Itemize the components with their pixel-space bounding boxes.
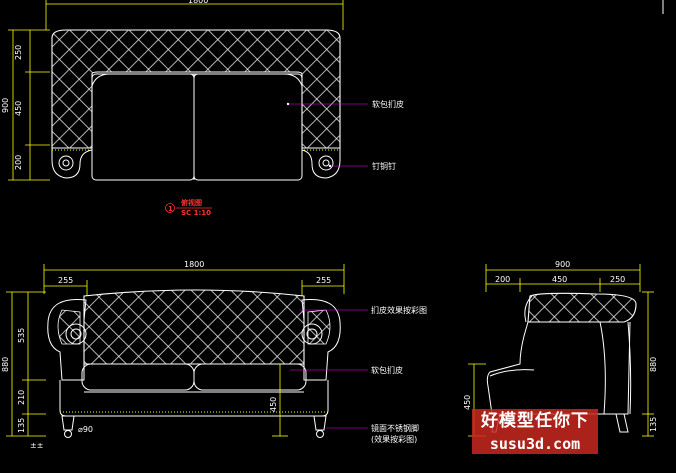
front-note-legs: 镜面不锈钢脚 [371, 423, 419, 433]
top-width-label: 1800 [188, 0, 208, 5]
side-height-total: 880 [649, 357, 658, 372]
front-base [59, 380, 329, 417]
side-leg-height: 135 [649, 417, 658, 432]
top-dim-900: 900 [1, 98, 10, 113]
front-right-scroll [301, 323, 323, 345]
top-note-leather: 软包扪皮 [372, 99, 404, 109]
front-dim-535: 535 [17, 328, 26, 343]
front-arm-left-label: 255 [58, 276, 73, 285]
front-seat-cushion-left [81, 363, 195, 391]
front-height-total: 880 [1, 357, 10, 372]
top-quilted-back [51, 29, 341, 149]
top-dim-200: 200 [14, 155, 23, 170]
side-quilted-back [527, 292, 637, 323]
side-view: 900 200 450 250 880 135 450 [463, 260, 658, 437]
front-arm-right-label: 255 [316, 276, 331, 285]
front-note-quilt: 扪皮效果按彩图 [371, 305, 427, 315]
top-dim-250: 250 [14, 45, 23, 60]
front-seat-cushion-right [193, 363, 307, 391]
side-body-outline [486, 321, 631, 415]
watermark-banner: 好模型任你下 [472, 409, 598, 434]
side-leg-back [615, 413, 629, 433]
top-seat-cushion-left [91, 73, 195, 181]
side-dim-450: 450 [552, 275, 567, 284]
top-view-scale: SC 1:10 [181, 209, 211, 217]
side-seat-height: 450 [463, 395, 472, 410]
front-seat-height: 450 [269, 397, 278, 412]
front-dim-135: 135 [17, 418, 26, 433]
front-left-scroll [65, 323, 87, 345]
top-view-title: 俯视图 [181, 198, 202, 207]
front-note-leather: 软包扪皮 [371, 365, 403, 375]
view-marker-circle [165, 203, 175, 213]
front-dim-210: 210 [17, 390, 26, 405]
side-dim-200: 200 [495, 275, 510, 284]
top-right-scroll [301, 148, 341, 179]
front-right-arm [301, 298, 341, 381]
side-width-label: 900 [555, 260, 570, 269]
front-leg-left [61, 415, 75, 431]
top-seat-cushion-right [193, 73, 303, 181]
top-dim-450: 450 [14, 101, 23, 116]
front-leg-right [313, 415, 327, 431]
front-view: 1800 255 255 880 535 210 135 [1, 260, 427, 450]
front-mark: ±± [30, 441, 43, 450]
watermark-url: susu3d.com [472, 434, 598, 454]
front-quilted-back [83, 289, 305, 365]
front-note-legs-effect: (效果按彩图) [371, 434, 417, 444]
side-dim-250: 250 [610, 275, 625, 284]
top-view: 1800 250 900 450 200 软包扪皮 [1, 0, 404, 217]
top-left-scroll [51, 148, 93, 179]
top-note-nails: 钉铜钉 [372, 161, 396, 171]
front-left-arm [47, 298, 87, 381]
front-width-label: 1800 [184, 260, 204, 269]
view-marker-number: 1 [168, 205, 173, 213]
front-leg-diameter: ⌀90 [78, 425, 93, 434]
